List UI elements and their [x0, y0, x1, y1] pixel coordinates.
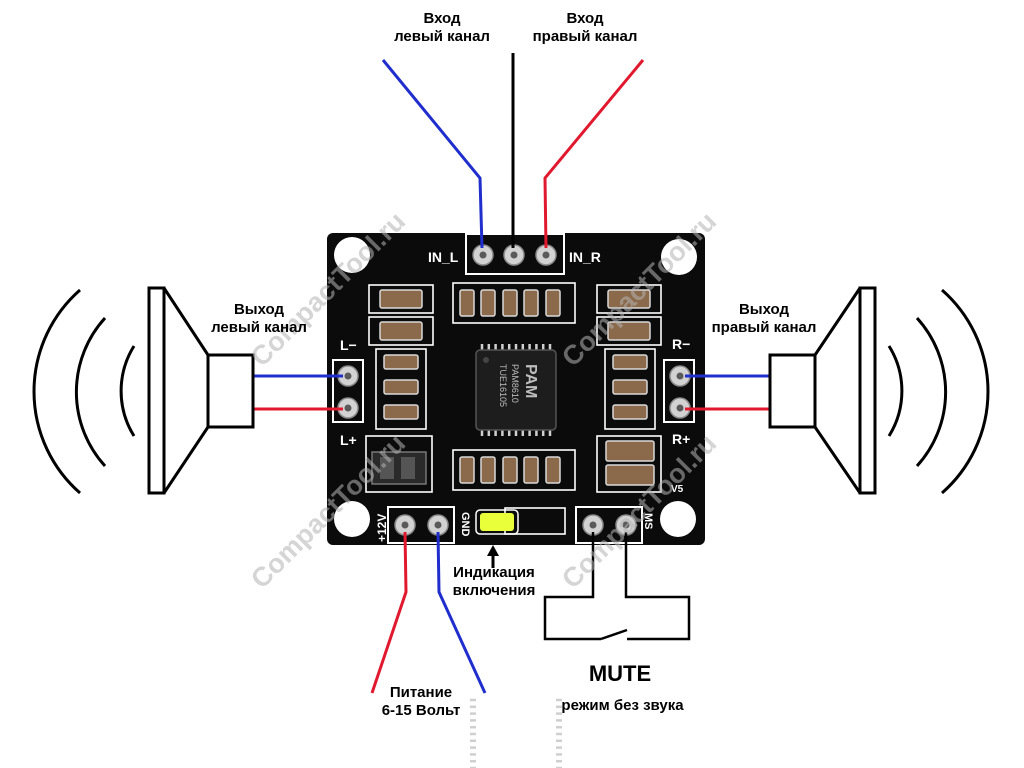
chip-model: PAM8610 — [510, 364, 520, 403]
label-line: левый канал — [394, 28, 490, 45]
silk-in-l: IN_L — [428, 249, 459, 265]
pam8610-board: IN_L IN_R L− L+ R− R+ V5 +12V GND MS — [327, 233, 705, 768]
silk-12v: +12V — [375, 514, 389, 542]
mute-title: MUTE — [588, 661, 652, 686]
chip-brand: PAM — [522, 364, 539, 398]
label-line: Выход — [233, 301, 285, 318]
label-line: Вход — [423, 10, 461, 27]
label-line: правый канал — [711, 319, 817, 336]
amplifier-chip: PAM PAM8610 TUE16105 — [470, 344, 562, 768]
mute-switch — [543, 532, 691, 641]
speaker-right-icon — [768, 286, 990, 495]
mounting-hole — [334, 501, 370, 537]
power-blue-wire — [436, 531, 487, 694]
silk-r-minus: R− — [672, 336, 690, 352]
silk-r-plus: R+ — [672, 431, 690, 447]
label-line: Питание — [389, 684, 453, 701]
sot-transistor — [371, 451, 427, 485]
silk-v5: V5 — [671, 484, 684, 495]
power-led-label: Индикация включения — [441, 564, 547, 600]
silk-gnd: GND — [459, 512, 471, 537]
speaker-left-icon — [32, 286, 255, 495]
input-right-label: Вход правый канал — [520, 10, 650, 46]
input-left-label: Вход левый канал — [382, 10, 502, 46]
label-line: правый канал — [532, 28, 638, 45]
chip-code: TUE16105 — [498, 364, 508, 407]
power-label: Питание 6-15 Вольт — [356, 684, 486, 720]
input-left-wire — [381, 59, 484, 249]
smd-parts — [379, 289, 655, 486]
mounting-hole — [661, 239, 697, 275]
silk-l-plus: L+ — [340, 432, 357, 448]
silk-in-r: IN_R — [569, 249, 601, 265]
power-led — [475, 509, 519, 535]
input-right-wire — [543, 59, 645, 249]
silk-l-minus: L− — [340, 337, 357, 353]
mute-description: режим без звука — [561, 697, 684, 714]
label-line: Вход — [566, 10, 604, 27]
output-left-label: Выход левый канал — [199, 301, 319, 337]
label-line: 6-15 Вольт — [381, 702, 461, 719]
wires — [253, 53, 770, 694]
mounting-hole — [660, 501, 696, 537]
mounting-hole — [334, 237, 370, 273]
output-right-label: Выход правый канал — [699, 301, 829, 337]
arrow-up-icon — [487, 545, 499, 568]
label-line: Выход — [738, 301, 790, 318]
smd-components — [365, 282, 662, 535]
silk-ms: MS — [642, 513, 654, 530]
label-line: левый канал — [211, 319, 307, 336]
power-red-wire — [370, 531, 408, 694]
label-line: Индикация — [453, 564, 535, 581]
label-line: включения — [452, 582, 536, 599]
